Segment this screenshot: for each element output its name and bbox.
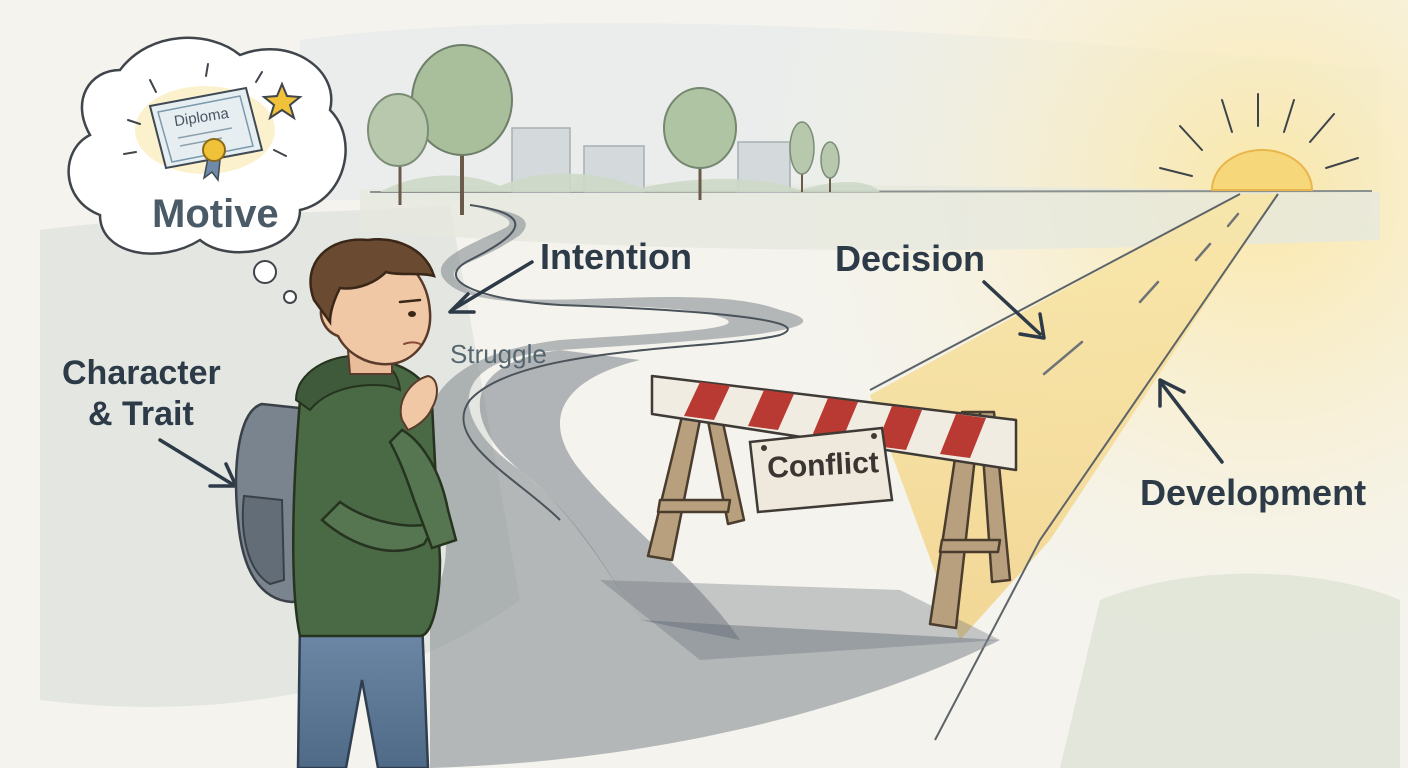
path-edge <box>455 204 789 521</box>
barrier-shadow <box>600 580 1000 660</box>
decision-label: Decision <box>835 238 986 279</box>
road-barrier <box>646 374 1018 630</box>
rosette-icon <box>202 138 226 182</box>
arrow-development <box>1158 378 1224 464</box>
tree-icon <box>367 93 429 205</box>
star-icon <box>261 81 303 121</box>
conflict-sign-label: Conflict <box>766 446 880 485</box>
tree-icon <box>789 121 815 192</box>
distant-bushes <box>380 173 880 192</box>
tree-icon <box>663 87 737 200</box>
character-label: Character <box>62 354 221 392</box>
bright-road <box>870 194 1278 640</box>
ground-wash-right <box>1060 573 1400 768</box>
hair <box>309 238 436 326</box>
trait-label: & Trait <box>88 395 194 433</box>
tree-icon <box>820 141 840 192</box>
bright-road-edge-left <box>869 193 1241 391</box>
winding-path <box>426 205 1001 768</box>
winding-path-dark <box>479 350 740 640</box>
struggle-label: Struggle <box>450 339 547 369</box>
motive-label: Motive <box>152 192 279 236</box>
bright-road-dashes <box>1042 212 1240 376</box>
bright-road-edge-right <box>934 193 1279 741</box>
sparkles <box>123 63 287 157</box>
intention-label: Intention <box>540 236 692 277</box>
arrow-intention <box>448 260 534 314</box>
sun-icon <box>1159 93 1359 191</box>
arrow-decision <box>982 280 1046 340</box>
development-label: Development <box>1140 472 1367 513</box>
diploma-certificate-icon <box>135 86 275 182</box>
ground-wash-mid <box>360 184 1380 250</box>
person-figure <box>234 238 458 768</box>
